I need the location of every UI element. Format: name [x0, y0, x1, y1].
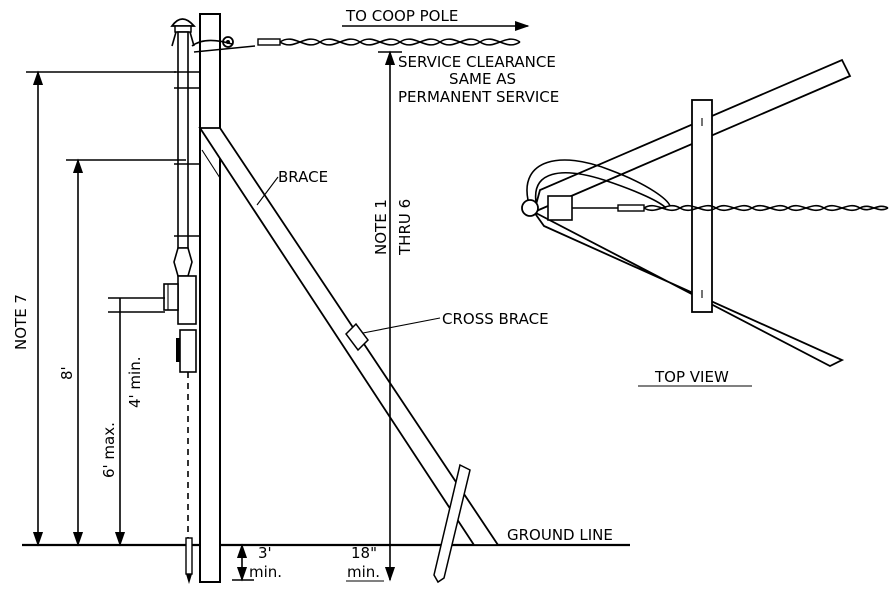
top-view-deadend-clamp: [617, 204, 645, 212]
ground-line-label: GROUND LINE: [507, 526, 613, 544]
meter-base: [177, 275, 197, 325]
weatherhead: [170, 18, 196, 27]
cross-brace-block: [345, 322, 369, 352]
deadend-clamp: [257, 38, 281, 46]
ground-rod-tip: [186, 574, 192, 584]
thru6-label: THRU 6: [396, 199, 414, 256]
dim-8-label: 8': [58, 366, 76, 380]
service-clearance-label-1: SERVICE CLEARANCE: [398, 53, 556, 71]
cross-brace-leader: [362, 317, 441, 334]
top-view-lower-arm: [533, 211, 845, 368]
top-view: TOP VIEW: [521, 58, 889, 387]
top-view-drop-loop: [526, 159, 671, 207]
to-coop-pole-label: TO COOP POLE: [345, 7, 458, 25]
dim-4min-label: 4' min.: [126, 357, 144, 409]
brace-bolt-line: [201, 149, 221, 179]
top-view-label: TOP VIEW: [654, 368, 729, 386]
dim-3-label: 3': [258, 544, 272, 562]
ground-rod: [185, 537, 193, 575]
top-view-pole: [521, 199, 539, 217]
dim-6max-label: 6' max.: [100, 422, 118, 478]
service-mast: [177, 31, 189, 249]
service-clearance-label-3: PERMANENT SERVICE: [398, 88, 559, 106]
weatherhead-collar: [174, 25, 192, 33]
brace-label: BRACE: [278, 168, 328, 186]
meter-hub: [173, 247, 193, 277]
dim-18-label: 18": [351, 544, 377, 562]
note1-label: NOTE 1: [372, 199, 390, 255]
top-view-meter-box: [547, 195, 573, 221]
drop-wire-loop-2: [193, 45, 256, 53]
disconnect-box: [179, 329, 197, 373]
brace-stake: [433, 463, 471, 584]
service-clearance-label-2: SAME AS: [449, 70, 516, 88]
top-view-drop-twist-2: [643, 204, 889, 212]
dim-3-min-label: min.: [249, 563, 282, 581]
dim-18-min-label: min.: [347, 563, 380, 581]
service-drop-loop-2: [189, 31, 195, 47]
note7-label: NOTE 7: [12, 294, 30, 350]
top-view-drop-loop-2: [534, 172, 667, 209]
drop-wire-loop: [191, 39, 233, 47]
service-drop-twist-2: [279, 38, 521, 46]
meter: [163, 283, 179, 311]
cross-brace-label: CROSS BRACE: [442, 310, 549, 328]
disconnect-hub: [176, 338, 180, 362]
service-drop-loop: [171, 31, 177, 47]
service-pole: [199, 13, 221, 583]
brace-leader: [256, 176, 279, 206]
